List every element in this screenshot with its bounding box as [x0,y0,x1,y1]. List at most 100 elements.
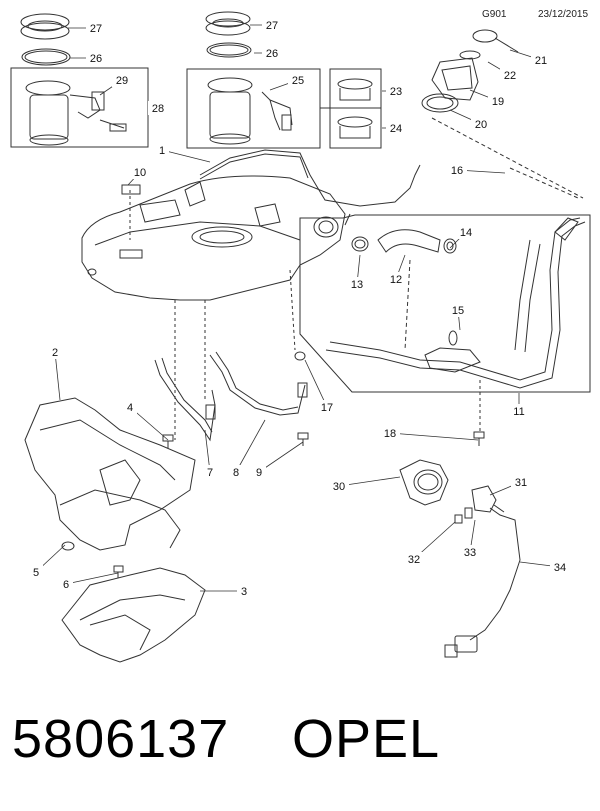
callout-bg [237,584,251,598]
callout-label: 24 [390,123,402,135]
callout-label: 5 [33,567,39,579]
callout-label: 34 [554,562,566,574]
callout-label: 33 [464,547,476,559]
callout-bg [448,303,468,317]
callout-label: 10 [134,167,146,179]
callout-bg [155,143,169,157]
heat-shield-2 [24,397,196,551]
callout-label: 16 [451,165,463,177]
callout-label: 20 [475,119,487,131]
callout-bg [262,18,282,32]
callout-c3: 3 [200,584,251,598]
callout-c32: 32 [404,521,456,566]
actuator-31 [469,485,521,641]
diagram-date: 23/12/2015 [538,9,589,20]
callout-bg [288,73,308,87]
callout-bg [347,277,367,291]
callout-c9: 9 [252,441,304,479]
callout-label: 6 [63,579,69,591]
callout-label: 7 [207,467,213,479]
callout-bg [112,73,132,87]
callout-c14: 14 [449,225,476,249]
exploded-parts-drawing: 2726292827262523242122192011016141312152… [10,11,591,663]
bolt-9 [297,432,309,446]
callout-bg [456,225,476,239]
brand-name: OPEL [292,709,441,769]
callout-bg [500,68,520,82]
callout-c23: 23 [382,84,406,98]
callout-c18: 18 [380,426,479,441]
diagram-code: G901 [482,9,507,20]
callout-c27a: 27 [68,21,106,35]
callout-label: 22 [504,70,516,82]
callout-c30: 30 [329,476,401,493]
callout-bg [460,545,480,559]
callout-c11: 11 [509,393,529,418]
callout-c4: 4 [123,400,169,441]
cable-connector-34 [444,635,478,658]
callout-c29: 29 [99,73,132,96]
bolt-18 [473,431,485,446]
callout-c21: 21 [509,49,551,67]
callout-label: 30 [333,481,345,493]
callout-c26b: 26 [254,46,282,60]
leader-line [54,351,61,401]
callout-bg [509,404,529,418]
callout-c25: 25 [269,73,308,91]
callout-label: 26 [90,53,102,65]
tank-strap-7 [154,357,216,442]
locking-ring-27a [20,13,70,40]
callout-bg [123,400,137,414]
callout-bg [511,475,531,489]
callout-bg [317,400,337,414]
callout-bg [488,94,508,108]
callout-c19: 19 [469,89,508,108]
callout-c12: 12 [386,254,406,286]
screw-33 [464,507,473,519]
callout-bg [229,465,243,479]
callout-label: 18 [384,428,396,440]
callout-c13: 13 [347,254,367,291]
callout-bg [471,117,491,131]
callout-bg [329,479,349,493]
callout-c16: 16 [447,163,506,177]
callout-bg [447,163,467,177]
callout-label: 26 [266,48,278,60]
callout-label: 25 [292,75,304,87]
callout-label: 31 [515,477,527,489]
hose-12 [377,229,441,253]
callout-bg [148,101,168,115]
callout-bg [386,272,406,286]
callout-bg [203,465,217,479]
callout-label: 12 [390,274,402,286]
callout-c33: 33 [460,519,480,559]
callout-c34: 34 [519,560,570,574]
callout-label: 11 [513,406,524,418]
bolt-5 [61,541,75,551]
callout-label: 21 [535,55,547,67]
fuel-cap-21 [472,29,519,53]
callout-label: 27 [266,20,278,32]
tank-strap-8 [209,351,308,416]
leader-line [65,572,119,585]
callout-bg [86,51,106,65]
callout-c6: 6 [59,572,119,591]
callout-bg [404,552,424,566]
callout-bg [59,577,73,591]
heat-shield-3 [61,567,206,663]
callout-c1: 1 [155,143,211,163]
filler-housing-19 [431,57,479,101]
callout-label: 15 [452,305,464,317]
callout-label: 29 [116,75,128,87]
callout-label: 27 [90,23,102,35]
callout-c8: 8 [229,419,266,479]
locking-ring-27b [205,11,251,36]
callout-label: 28 [152,103,164,115]
callout-label: 1 [159,145,165,157]
callout-label: 2 [52,347,58,359]
seal-ring-26a [21,48,71,66]
bolt-6 [113,565,124,578]
callout-c5: 5 [29,544,66,579]
sender-unit-box-24 [329,107,382,149]
